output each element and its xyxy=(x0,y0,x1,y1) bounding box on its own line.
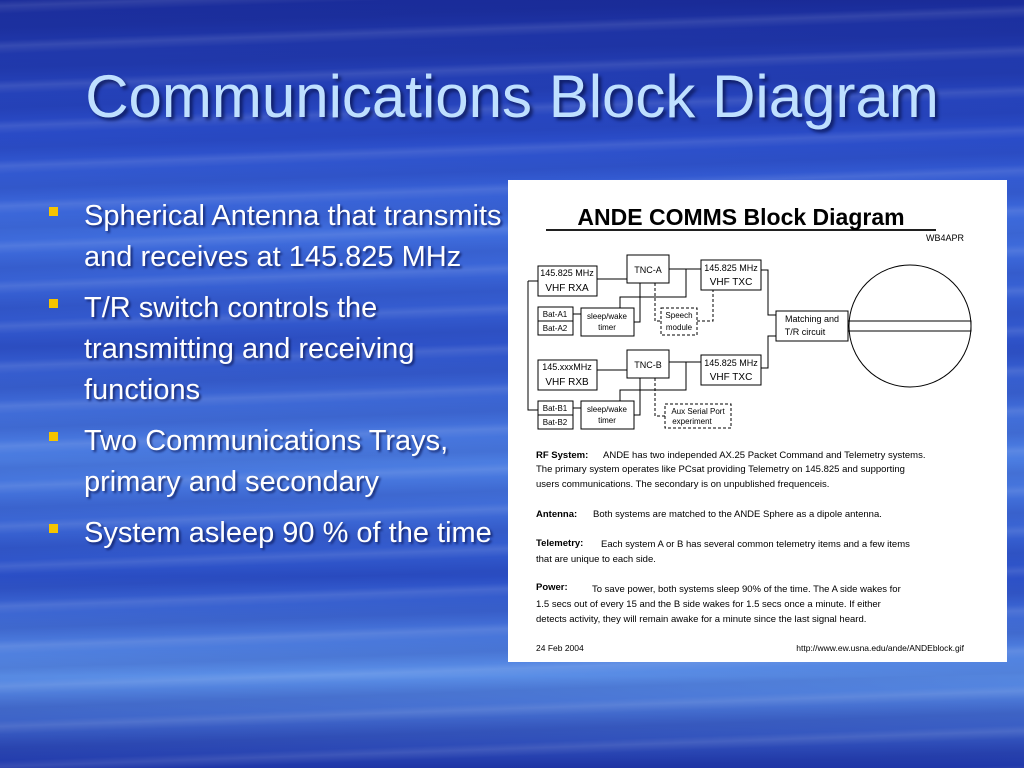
dipole-element xyxy=(847,320,972,332)
footer-date: 24 Feb 2004 xyxy=(536,643,584,653)
bullet-item: Spherical Antenna that transmits and rec… xyxy=(44,196,504,278)
vhf-txc-b-box xyxy=(700,354,762,386)
sleep-b-line1: sleep/wake xyxy=(587,405,628,414)
power-line3: detects activity, they will remain awake… xyxy=(536,614,866,625)
bat-b1-label: Bat-B1 xyxy=(543,404,568,413)
sleep-a-line2: timer xyxy=(598,323,616,332)
speech-line1: Speech xyxy=(665,311,692,320)
bullet-item: System asleep 90 % of the time xyxy=(44,513,504,554)
sleep-a-line1: sleep/wake xyxy=(587,312,628,321)
vhf-rxb-box xyxy=(537,359,598,391)
power-line2: 1.5 secs out of every 15 and the B side … xyxy=(536,599,881,610)
block-diagram-figure: ANDE COMMS Block Diagram WB4APR xyxy=(508,180,1007,662)
link-speech-txc xyxy=(697,290,714,322)
spherical-antenna-icon xyxy=(848,264,972,388)
bullet-square-icon xyxy=(49,432,58,441)
vhf-rxb-label: VHF RXB xyxy=(545,377,589,388)
matching-line1: Matching and xyxy=(785,314,839,324)
power-label: Power: xyxy=(536,582,568,593)
bat-a1-label: Bat-A1 xyxy=(543,310,568,319)
speech-line2: module xyxy=(666,323,693,332)
bat-a2-label: Bat-A2 xyxy=(543,324,568,333)
rf-line2: The primary system operates like PCsat p… xyxy=(536,464,905,475)
link-tnca-speech xyxy=(654,283,661,322)
bullet-list: Spherical Antenna that transmits and rec… xyxy=(44,196,504,564)
bullet-item: T/R switch controls the transmitting and… xyxy=(44,288,504,411)
link-tnca-bus xyxy=(619,269,687,308)
link-txcb-matching xyxy=(761,335,776,369)
bullet-square-icon xyxy=(49,524,58,533)
link-left-bus xyxy=(527,281,538,411)
rf-line3: users communications. The secondary is o… xyxy=(536,479,829,490)
bat-a2-box xyxy=(537,320,574,336)
link-sleep-tncb xyxy=(634,378,641,416)
footer-url: http://www.ew.usna.edu/ande/ANDEblock.gi… xyxy=(796,643,964,653)
tnc-b-label: TNC-B xyxy=(634,360,662,370)
telemetry-label: Telemetry: xyxy=(536,538,583,549)
telemetry-line2: that are unique to each side. xyxy=(536,554,656,565)
vhf-rxb-freq: 145.xxxMHz xyxy=(542,362,592,372)
txc-b-freq: 145.825 MHz xyxy=(704,358,758,368)
sleep-b-line2: timer xyxy=(598,416,616,425)
power-line1: To save power, both systems sleep 90% of… xyxy=(592,584,901,595)
txc-a-label: VHF TXC xyxy=(710,277,753,288)
diagram-heading: ANDE COMMS Block Diagram xyxy=(577,204,904,230)
vhf-txc-a-box xyxy=(700,259,762,291)
link-txca-matching xyxy=(761,269,776,316)
rf-line1: ANDE has two independed AX.25 Packet Com… xyxy=(603,450,925,461)
tnc-b-box xyxy=(626,349,670,379)
speech-module-box xyxy=(660,307,698,336)
txc-a-freq: 145.825 MHz xyxy=(704,263,758,273)
vhf-rxa-label: VHF RXA xyxy=(545,283,589,294)
aux-line1: Aux Serial Port xyxy=(671,407,725,416)
bat-b2-box xyxy=(537,414,574,430)
antenna-label: Antenna: xyxy=(536,509,577,520)
bullet-text: Spherical Antenna that transmits and rec… xyxy=(84,200,502,273)
tnc-a-label: TNC-A xyxy=(634,265,662,275)
matching-line2: T/R circuit xyxy=(785,327,826,337)
bullet-item: Two Communications Trays, primary and se… xyxy=(44,421,504,503)
diagram-author: WB4APR xyxy=(926,233,965,243)
aux-line2: experiment xyxy=(672,417,712,426)
antenna-line1: Both systems are matched to the ANDE Sph… xyxy=(593,509,882,520)
rf-label: RF System: xyxy=(536,450,588,461)
link-sleep-tnca xyxy=(634,283,641,323)
telemetry-line1: Each system A or B has several common te… xyxy=(601,539,910,550)
link-tncb-bus xyxy=(619,362,687,401)
link-tncb-aux xyxy=(654,378,665,417)
bullet-text: T/R switch controls the transmitting and… xyxy=(84,292,415,406)
slide-title: Communications Block Diagram xyxy=(85,63,939,130)
bullet-square-icon xyxy=(49,299,58,308)
bullet-square-icon xyxy=(49,207,58,216)
txc-b-label: VHF TXC xyxy=(710,372,753,383)
bullet-text: System asleep 90 % of the time xyxy=(84,517,492,549)
block-diagram-svg: ANDE COMMS Block Diagram WB4APR xyxy=(527,204,972,653)
vhf-rxa-freq: 145.825 MHz xyxy=(540,268,594,278)
bullet-text: Two Communications Trays, primary and se… xyxy=(84,425,449,498)
bat-b2-label: Bat-B2 xyxy=(543,418,568,427)
